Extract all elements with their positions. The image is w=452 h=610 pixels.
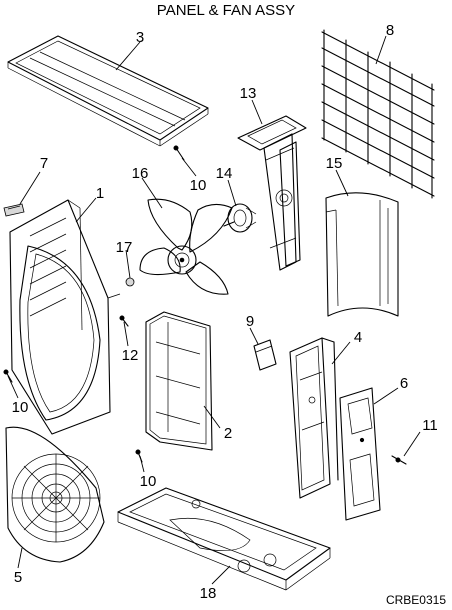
part-7-clip	[3, 203, 25, 217]
callout-10-left: 10	[12, 399, 29, 416]
callout-5: 5	[14, 569, 22, 586]
part-3-top-panel	[7, 35, 209, 147]
callout-6: 6	[400, 375, 408, 392]
callout-7: 7	[40, 155, 48, 172]
callout-15: 15	[326, 155, 343, 172]
callout-4: 4	[354, 329, 362, 346]
callout-9: 9	[246, 313, 254, 330]
callout-17: 17	[116, 239, 133, 256]
part-18-base-pan	[117, 487, 331, 591]
callout-16: 16	[132, 165, 149, 182]
part-1-front-cabinet	[9, 199, 121, 435]
part-2-side-panel	[145, 311, 213, 451]
callout-18: 18	[200, 585, 217, 602]
part-12-screw	[119, 315, 129, 327]
part-16-propeller-fan	[139, 198, 233, 295]
callout-14: 14	[216, 165, 233, 182]
part-4-valve-support	[289, 337, 339, 499]
callout-1: 1	[96, 185, 104, 202]
part-11-screw	[391, 455, 407, 465]
part-15-partition-panel	[325, 192, 399, 317]
callout-10-top: 10	[190, 177, 207, 194]
diagram-title: PANEL & FAN ASSY	[157, 2, 295, 19]
callout-11: 11	[422, 417, 438, 434]
part-17-nut	[125, 277, 135, 287]
part-10-screw-a	[173, 145, 185, 161]
callout-3: 3	[136, 29, 144, 46]
leader-lines	[7, 35, 421, 585]
callout-10-bottom: 10	[140, 473, 157, 490]
part-6-service-cover	[339, 387, 381, 521]
callout-8: 8	[386, 22, 394, 39]
part-10-screw-b	[3, 369, 13, 383]
callout-2: 2	[224, 425, 232, 442]
callout-12: 12	[122, 347, 139, 364]
part-5-fan-guard-grille	[5, 426, 105, 563]
drawing-code: CRBE0315	[386, 593, 446, 607]
part-14-fan-motor	[223, 203, 257, 233]
part-8-wire-guard	[321, 29, 435, 199]
callout-13: 13	[240, 85, 257, 102]
part-13-motor-support	[237, 115, 307, 271]
part-9-cover	[253, 339, 277, 371]
